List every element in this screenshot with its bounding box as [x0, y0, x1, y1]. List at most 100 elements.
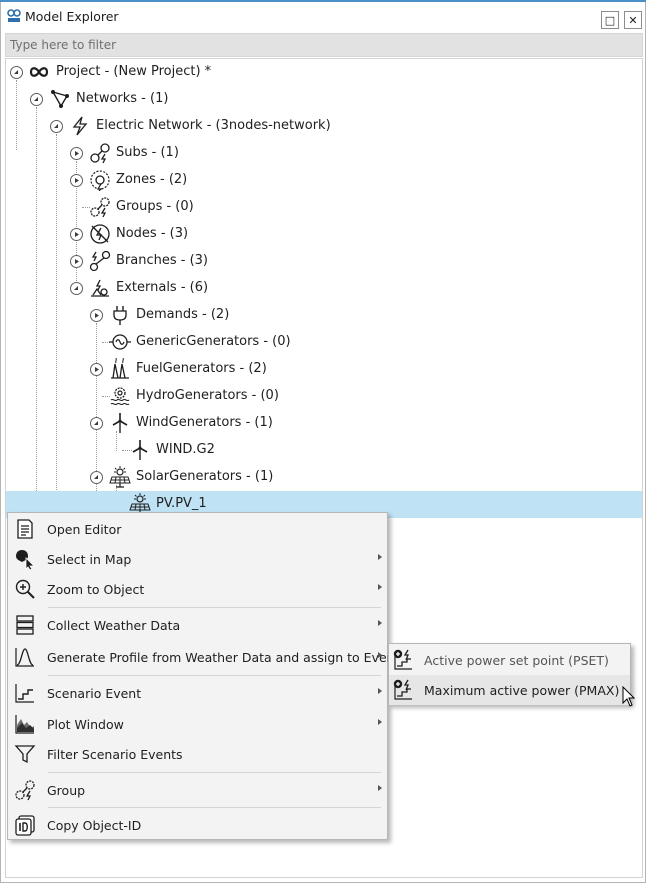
tree-guide [16, 80, 17, 150]
tree-item-label: HydroGenerators - (0) [136, 388, 279, 403]
collapse-icon[interactable] [30, 93, 43, 106]
tree-item-branches[interactable]: Branches - (3) [6, 248, 642, 275]
filter-input[interactable] [6, 34, 642, 56]
menu-separator [48, 675, 381, 676]
menu-item-scenario-event[interactable]: Scenario Event [8, 678, 387, 708]
tree-item-demands[interactable]: Demands - (2) [6, 302, 642, 329]
expand-icon[interactable] [70, 147, 83, 160]
collapse-icon[interactable] [90, 417, 103, 430]
externals-icon [89, 277, 111, 299]
tree-item-label: Networks - (1) [76, 91, 169, 106]
wind-turbine-icon [129, 439, 151, 461]
menu-item-zoom-to-object[interactable]: Zoom to Object [8, 574, 387, 604]
generator-icon [109, 331, 131, 353]
submenu-arrow-icon [378, 785, 382, 791]
document-icon [14, 518, 36, 540]
submenu-arrow-icon [378, 719, 382, 725]
menu-item-plot-window[interactable]: Plot Window [8, 709, 387, 739]
add-event-icon [392, 649, 414, 671]
tree-guide [82, 207, 90, 208]
maximize-button[interactable]: □ [601, 11, 619, 29]
tree-item-label: WindGenerators - (1) [136, 415, 273, 430]
tree-item-label: WIND.G2 [156, 442, 215, 457]
database-icon [14, 614, 36, 636]
menu-separator [48, 772, 381, 773]
menu-item-label: Filter Scenario Events [47, 747, 183, 762]
menu-item-label: Zoom to Object [47, 582, 145, 597]
network-graph-icon [49, 88, 71, 110]
window-top-accent [0, 0, 646, 2]
bell-curve-icon [14, 646, 36, 668]
menu-item-label: Generate Profile from Weather Data and a… [47, 650, 400, 665]
tree-item-networks[interactable]: Networks - (1) [6, 86, 642, 113]
expand-icon[interactable] [90, 363, 103, 376]
tree-guide [116, 431, 117, 451]
step-chart-icon [14, 682, 36, 704]
tree-item-wind-g2[interactable]: WIND.G2 [6, 437, 642, 464]
tree-item-hydro-generators[interactable]: HydroGenerators - (0) [6, 383, 642, 410]
expand-icon[interactable] [70, 174, 83, 187]
submenu-arrow-icon [378, 584, 382, 590]
tree-item-solar-generators[interactable]: SolarGenerators - (1) [6, 464, 642, 491]
id-card-icon [14, 814, 36, 836]
tree-item-label: Electric Network - (3nodes-network) [96, 118, 331, 133]
tree-item-zones[interactable]: Zones - (2) [6, 167, 642, 194]
tree-guide [122, 450, 132, 451]
expand-icon[interactable] [90, 309, 103, 322]
hydro-icon [109, 385, 131, 407]
plug-icon [109, 304, 131, 326]
tree-item-externals[interactable]: Externals - (6) [6, 275, 642, 302]
expand-icon[interactable] [70, 255, 83, 268]
filter-bar [5, 33, 643, 57]
menu-item-label: Open Editor [47, 522, 122, 537]
submenu-item-label: Active power set point (PSET) [424, 653, 609, 668]
infinity-icon [28, 61, 50, 83]
tree-item-label: PV.PV_1 [156, 496, 207, 511]
expand-icon[interactable] [70, 228, 83, 241]
close-button[interactable]: ✕ [624, 11, 642, 29]
menu-item-select-in-map[interactable]: Select in Map [8, 544, 387, 574]
menu-item-label: Scenario Event [47, 686, 142, 701]
menu-item-generate-profile[interactable]: Generate Profile from Weather Data and a… [8, 642, 400, 672]
submenu-item-label: Maximum active power (PMAX) [424, 683, 620, 698]
collapse-icon[interactable] [70, 282, 83, 295]
menu-item-copy-object-id[interactable]: Copy Object-ID [8, 810, 387, 840]
context-menu: Open Editor Select in Map Zoom to Object… [7, 512, 400, 840]
menu-item-open-editor[interactable]: Open Editor [8, 514, 387, 544]
tree-item-groups[interactable]: Groups - (0) [6, 194, 642, 221]
tree-item-label: Subs - (1) [116, 145, 179, 160]
collapse-icon[interactable] [50, 120, 63, 133]
tree-item-electric-network[interactable]: Electric Network - (3nodes-network) [6, 113, 642, 140]
submenu-item-pmax[interactable]: Maximum active power (PMAX) [389, 675, 630, 705]
group-icon [89, 196, 111, 218]
tree-item-wind-generators[interactable]: WindGenerators - (1) [6, 410, 642, 437]
add-event-icon [392, 679, 414, 701]
menu-item-label: Collect Weather Data [47, 618, 181, 633]
collapse-icon[interactable] [10, 66, 23, 79]
submenu-item-pset[interactable]: Active power set point (PSET) [389, 645, 630, 675]
menu-separator [48, 807, 381, 808]
tree-item-generic-generators[interactable]: GenericGenerators - (0) [6, 329, 642, 356]
tree-item-label: Demands - (2) [136, 307, 230, 322]
menu-item-filter-scenario-events[interactable]: Filter Scenario Events [8, 739, 387, 769]
power-plant-icon [109, 357, 131, 380]
map-pointer-icon [14, 548, 36, 571]
tree-item-subs[interactable]: Subs - (1) [6, 140, 642, 167]
submenu-arrow-icon [378, 620, 382, 626]
substation-icon [89, 142, 111, 164]
tree-item-project[interactable]: Project - (New Project) * [6, 59, 642, 86]
collapse-icon[interactable] [90, 471, 103, 484]
submenu-arrow-icon [378, 688, 382, 694]
title-bar[interactable]: Model Explorer □ ✕ [1, 2, 645, 32]
wind-turbine-icon [109, 412, 131, 434]
node-icon [89, 223, 111, 245]
menu-item-label: Plot Window [47, 717, 124, 732]
lightning-icon [69, 115, 91, 137]
tree-item-nodes[interactable]: Nodes - (3) [6, 221, 642, 248]
menu-item-label: Select in Map [47, 552, 132, 567]
menu-item-label: Copy Object-ID [47, 818, 142, 833]
menu-item-collect-weather-data[interactable]: Collect Weather Data [8, 610, 387, 640]
tree-item-fuel-generators[interactable]: FuelGenerators - (2) [6, 356, 642, 383]
tree-item-label: Project - (New Project) * [56, 64, 212, 79]
menu-item-group[interactable]: Group [8, 775, 387, 805]
